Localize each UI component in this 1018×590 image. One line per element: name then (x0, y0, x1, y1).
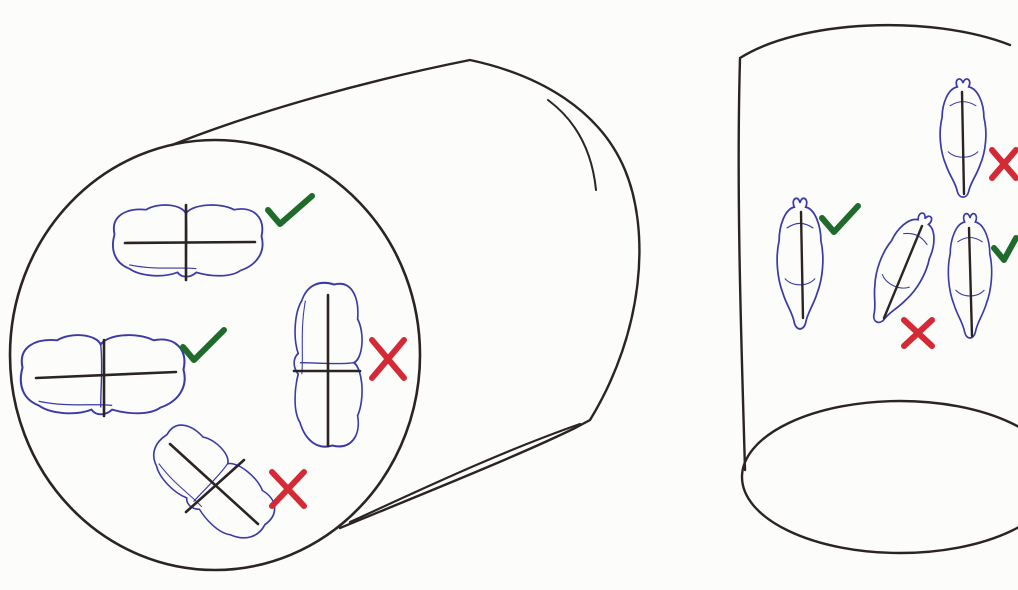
cylinder-side-outline (737, 23, 1012, 472)
cross-mark-icon (269, 469, 307, 509)
horizontal-slice-tilted (855, 204, 949, 333)
midline-left (799, 210, 805, 320)
cylinder-bottom-edge (348, 422, 582, 524)
cross-mark-icon (901, 317, 935, 349)
check-mark-icon (180, 327, 227, 363)
cross-mark-icon (369, 337, 407, 381)
cylinder-end-face (8, 138, 422, 572)
cylinder-bottom-ellipse (740, 399, 1018, 555)
check-mark-icon (265, 193, 315, 227)
crosshair-vertical (292, 293, 362, 448)
crosshair-top (123, 203, 257, 282)
cylinder-body-outline (170, 58, 641, 530)
check-mark-icon (819, 203, 861, 235)
midline-tilted (882, 224, 924, 320)
midline-top-right (960, 90, 966, 196)
cylinder-rim-accent (547, 99, 597, 191)
cylinder-end-view (8, 58, 641, 572)
midline-bottom-right (967, 226, 974, 338)
crosshair-tilted (168, 442, 260, 526)
check-mark-icon (991, 235, 1018, 263)
crosshair-left (34, 338, 178, 418)
cylinder-side-view (737, 23, 1018, 555)
cross-mark-icon (989, 147, 1018, 181)
